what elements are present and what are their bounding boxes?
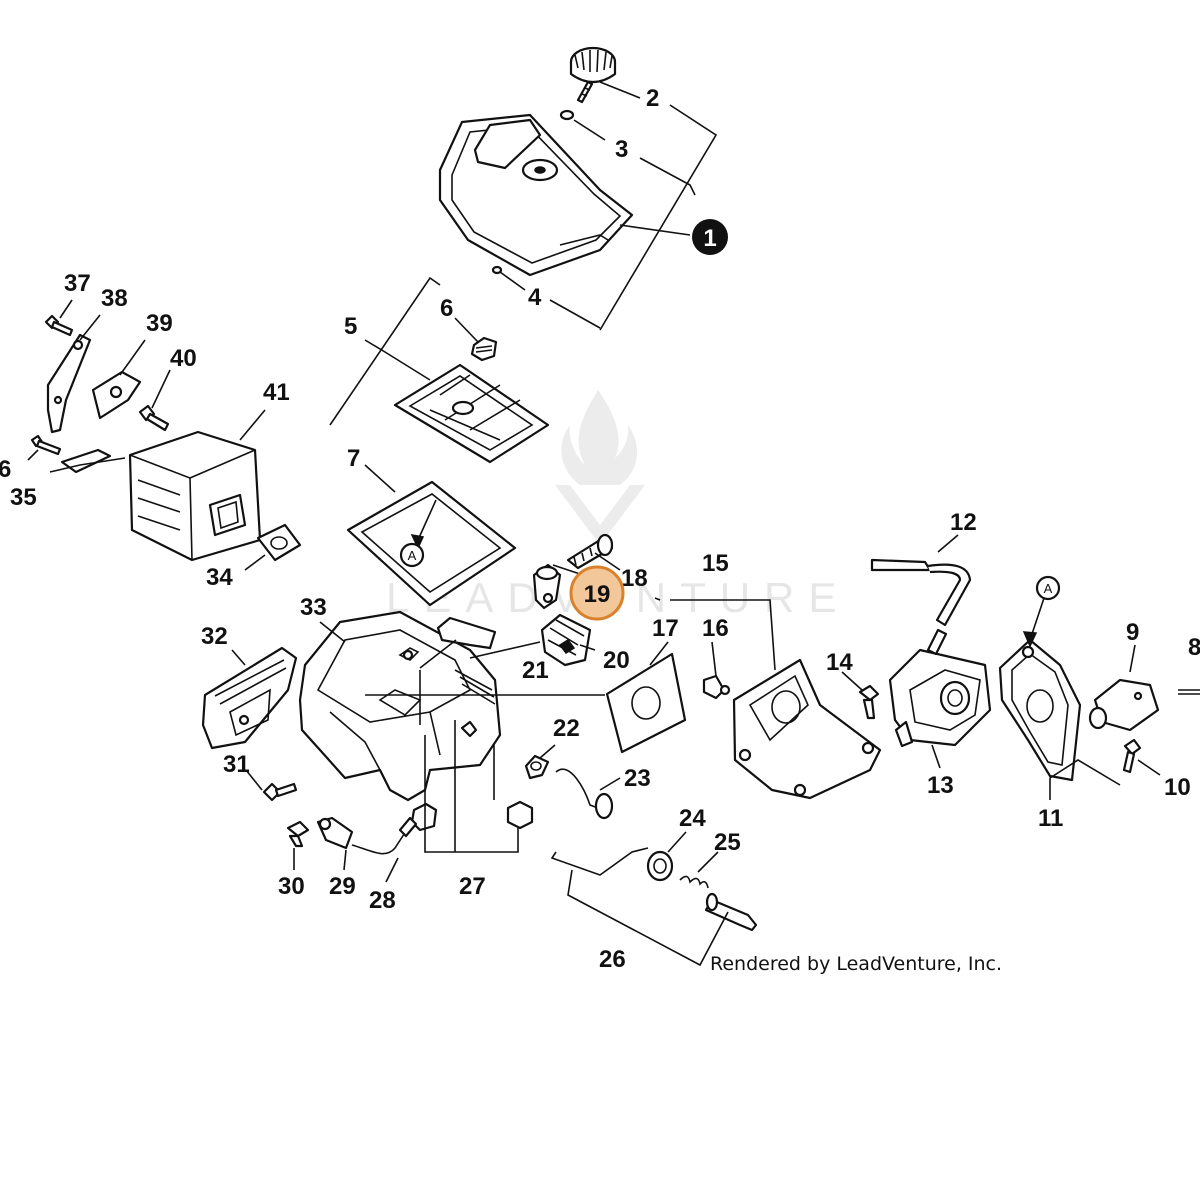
highlighted-label-19[interactable]: 19: [569, 565, 625, 621]
label-12[interactable]: 12: [950, 509, 977, 536]
label-24[interactable]: 24: [679, 805, 706, 832]
label-8[interactable]: 8: [1188, 634, 1200, 661]
label-41[interactable]: 41: [263, 379, 290, 406]
callout-a-filter: A: [399, 499, 437, 568]
part-bushing-22[interactable]: [524, 754, 550, 780]
svg-text:1: 1: [703, 225, 716, 252]
part-cover-9[interactable]: [1088, 678, 1160, 732]
part-labels: 2 3 4 5 6 6 7 8 9 10 11 12 13 14 15 16 1…: [0, 85, 1200, 973]
label-3[interactable]: 3: [615, 136, 628, 163]
part-fitting-19[interactable]: [532, 563, 562, 610]
label-15[interactable]: 15: [702, 550, 729, 577]
label-20[interactable]: 20: [603, 647, 630, 674]
label-29[interactable]: 29: [329, 873, 356, 900]
callout-a-insulator: A: [1022, 575, 1061, 648]
part-screw-16[interactable]: [702, 674, 731, 700]
label-30[interactable]: 30: [278, 873, 305, 900]
part-lever-26[interactable]: [550, 847, 649, 876]
part-rod-23[interactable]: [555, 768, 614, 820]
part-muffler-41[interactable]: [128, 430, 262, 562]
label-22[interactable]: 22: [553, 715, 580, 742]
label-32[interactable]: 32: [201, 623, 228, 650]
part-bar-21[interactable]: [436, 616, 497, 650]
part-fuel-line-12[interactable]: [870, 558, 972, 627]
part-carburetor-13[interactable]: [888, 628, 992, 748]
label-39[interactable]: 39: [146, 310, 173, 337]
part-filter-element[interactable]: [346, 480, 517, 607]
label-21[interactable]: 21: [522, 657, 549, 684]
part-gasket-17[interactable]: [605, 652, 687, 754]
part-bracket-38[interactable]: [46, 333, 92, 434]
svg-text:19: 19: [584, 581, 611, 608]
part-screw-31[interactable]: [262, 782, 298, 802]
part-gasket-34[interactable]: [256, 523, 302, 562]
label-6[interactable]: 6: [440, 295, 453, 322]
label-34[interactable]: 34: [206, 564, 233, 591]
label-11[interactable]: 11: [1038, 805, 1063, 832]
label-18[interactable]: 18: [621, 565, 648, 592]
label-33[interactable]: 33: [300, 594, 327, 621]
part-grommet-24[interactable]: [646, 850, 674, 882]
label-2[interactable]: 2: [646, 85, 659, 112]
label-31[interactable]: 31: [223, 751, 250, 778]
label-9[interactable]: 9: [1126, 619, 1139, 646]
part-screw-30[interactable]: [286, 820, 310, 848]
part-grommet-small[interactable]: [491, 265, 503, 275]
part-filter-nut[interactable]: [470, 336, 498, 362]
part-manifold-15[interactable]: [732, 658, 882, 800]
label-7[interactable]: 7: [347, 445, 360, 472]
watermark-flame-icon: [561, 390, 638, 485]
part-screw-18[interactable]: [566, 533, 614, 570]
label-23[interactable]: 23: [624, 765, 651, 792]
part-screw-40[interactable]: [138, 404, 170, 432]
label-25[interactable]: 25: [714, 829, 741, 856]
part-plate-39[interactable]: [91, 370, 142, 420]
part-nut-27[interactable]: [506, 800, 534, 830]
label-37[interactable]: 37: [64, 270, 91, 297]
part-o-ring[interactable]: [559, 109, 575, 121]
assembly-marker-1[interactable]: 1: [692, 219, 728, 255]
label-27[interactable]: 27: [459, 873, 486, 900]
part-knob[interactable]: [569, 46, 617, 104]
svg-text:A: A: [408, 548, 417, 563]
part-air-filter-frame[interactable]: [393, 363, 550, 464]
part-screw-37[interactable]: [44, 314, 74, 337]
part-screw-36[interactable]: [30, 434, 62, 456]
label-17[interactable]: 17: [652, 615, 679, 642]
part-insulator-11[interactable]: [998, 638, 1082, 782]
part-screw-10[interactable]: [1122, 738, 1142, 774]
label-28[interactable]: 28: [369, 887, 396, 914]
label-26[interactable]: 26: [599, 946, 626, 973]
label-16[interactable]: 16: [702, 615, 729, 642]
label-6-left[interactable]: 6: [0, 456, 11, 483]
part-screw-8[interactable]: [1178, 689, 1200, 695]
svg-text:A: A: [1044, 581, 1053, 596]
part-terminal-29[interactable]: [316, 816, 354, 850]
part-cover-32[interactable]: [201, 646, 298, 750]
label-38[interactable]: 38: [101, 285, 128, 312]
label-40[interactable]: 40: [170, 345, 197, 372]
part-pin-26[interactable]: [704, 892, 758, 932]
part-screw-14[interactable]: [858, 684, 880, 720]
label-4[interactable]: 4: [528, 284, 542, 311]
label-14[interactable]: 14: [826, 649, 853, 676]
part-worm-20[interactable]: [540, 613, 592, 667]
watermark-logo-icon: [555, 485, 645, 545]
part-wire-28[interactable]: [351, 816, 418, 855]
leader-lines: [27, 81, 1161, 967]
credit-text: Rendered by LeadVenture, Inc.: [710, 953, 1002, 975]
label-10[interactable]: 10: [1164, 774, 1191, 801]
part-air-cover[interactable]: [438, 113, 634, 277]
label-5[interactable]: 5: [344, 313, 357, 340]
label-35[interactable]: 35: [10, 484, 37, 511]
label-13[interactable]: 13: [927, 772, 954, 799]
part-spring-25[interactable]: [679, 875, 709, 889]
